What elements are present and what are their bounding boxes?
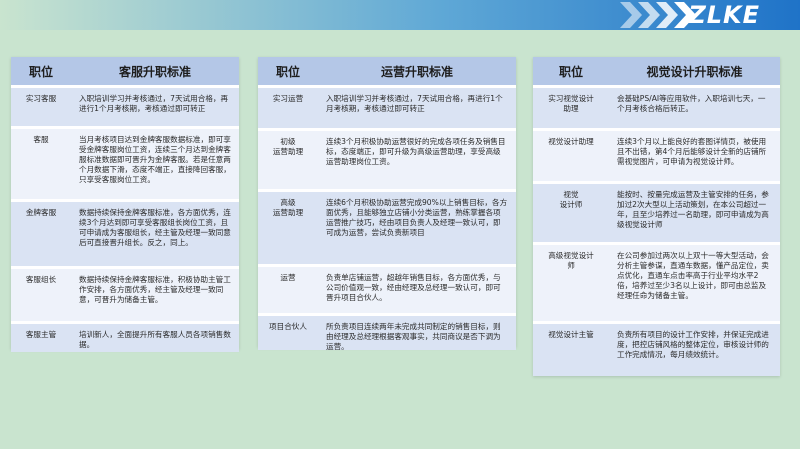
table-row: 客服主管 培训新人，全面提升所有客服人员各项销售数据。 xyxy=(11,321,239,352)
position-criteria: 负责单店铺运营，超越年销售目标，各方面优秀，与公司价值观一致，经由经理及总经理一… xyxy=(326,273,501,302)
table-row: 初级 运营助理 连续3个月积极协助运营很好的完成各项任务及销售目标，态度端正，即… xyxy=(258,128,516,189)
position-name: 客服组长 xyxy=(25,275,57,284)
position-name: 客服主管 xyxy=(25,330,57,339)
position-criteria: 连续3个月积极协助运营很好的完成各项任务及销售目标，态度端正，即可升级为高级运营… xyxy=(326,137,506,166)
position-column-header: 职位 xyxy=(28,64,53,79)
operations-panel: 职位 运营升职标准 实习运营 入职培训学习并考核通过，7天试用合格，再进行1个月… xyxy=(258,57,516,351)
position-name: 项目合伙人 xyxy=(269,322,307,331)
position-name: 视觉 设计师 xyxy=(559,190,583,209)
table-row: 运营 负责单店铺运营，超越年销售目标，各方面优秀，与公司价值观一致，经由经理及总… xyxy=(258,264,516,313)
position-criteria: 当月考核项目达到金牌客服数据标准，即可享受金牌客服岗位工资，连续三个月达到金牌客… xyxy=(79,135,231,184)
table-row: 实习运营 入职培训学习并考核通过，7天试用合格，再进行1个月考核期，考核通过即可… xyxy=(258,85,516,128)
position-column-header: 职位 xyxy=(558,64,583,79)
position-criteria: 入职培训学习并考核通过，7天试用合格，再进行1个月考核期，考核通过即可转正 xyxy=(79,94,229,113)
customer-service-panel: 职位 客服升职标准 实习客服 入职培训学习并考核通过，7天试用合格，再进行1个月… xyxy=(11,57,239,352)
top-banner: ZLKE xyxy=(0,0,800,30)
position-name: 客服 xyxy=(33,135,49,144)
position-criteria: 在公司参加过两次以上双十一等大型活动，会分析主管参谋，直通车数据，懂产品定位，卖… xyxy=(617,251,769,300)
position-name: 初级 运营助理 xyxy=(272,137,304,156)
position-criteria: 数据持续保持金牌客服标准，积极协助主管工作安排，各方面优秀，经主管及经理一致同意… xyxy=(79,275,231,304)
position-criteria: 连续3个月以上能良好的套图详情页，被使用且不出错，第4个月后能够设计全新的店铺所… xyxy=(617,137,767,166)
position-criteria: 连续6个月积极协助运营完成90%以上销售目标，各方面优秀，且能够独立店铺小分类运… xyxy=(326,198,508,237)
chevron-decoration-icon xyxy=(620,2,696,28)
position-name: 实习客服 xyxy=(25,94,57,103)
position-name: 实习运营 xyxy=(272,94,304,103)
table-row: 金牌客服 数据持续保持金牌客服标准，各方面优秀，连续3个月达到即可享受客服组长岗… xyxy=(11,199,239,266)
position-name: 视觉设计助理 xyxy=(548,137,594,146)
position-column-header: 职位 xyxy=(275,64,300,79)
table-row: 实习客服 入职培训学习并考核通过，7天试用合格，再进行1个月考核期，考核通过即可… xyxy=(11,85,239,126)
position-name: 运营 xyxy=(280,273,296,282)
position-name: 高级 运营助理 xyxy=(272,198,304,217)
brand-logo: ZLKE xyxy=(688,1,760,29)
position-criteria: 所负责项目连续两年未完成共同制定的销售目标，则由经理及总经理根据客观事实，共同商… xyxy=(326,322,501,351)
position-criteria: 会基础PS/AI等应用软件，入职培训七天，一个月考核合格后转正。 xyxy=(617,94,766,113)
table-row: 视觉设计主管 负责所有项目的设计工作安排，并保证完成进度，把控店铺风格的整体定位… xyxy=(533,321,780,376)
panel-header: 职位 视觉设计升职标准 xyxy=(533,57,780,85)
table-row: 视觉设计助理 连续3个月以上能良好的套图详情页，被使用且不出错，第4个月后能够设… xyxy=(533,128,780,181)
panel-header: 职位 运营升职标准 xyxy=(258,57,516,85)
position-criteria: 入职培训学习并考核通过，7天试用合格，再进行1个月考核期，考核通过即可转正 xyxy=(326,94,503,113)
table-row: 视觉 设计师 能按时、按量完成运营及主管安排的任务，参加过2次大型以上活动策划，… xyxy=(533,181,780,242)
table-row: 客服组长 数据持续保持金牌客服标准，积极协助主管工作安排，各方面优秀，经主管及经… xyxy=(11,266,239,321)
table-row: 项目合伙人 所负责项目连续两年未完成共同制定的销售目标，则由经理及总经理根据客观… xyxy=(258,313,516,351)
position-name: 实习视觉设计 助理 xyxy=(548,94,594,113)
panel-title: 客服升职标准 xyxy=(118,64,191,79)
table-row: 客服 当月考核项目达到金牌客服数据标准，即可享受金牌客服岗位工资，连续三个月达到… xyxy=(11,126,239,199)
panel-title: 运营升职标准 xyxy=(380,64,453,79)
position-name: 金牌客服 xyxy=(25,208,57,217)
table-row: 实习视觉设计 助理 会基础PS/AI等应用软件，入职培训七天，一个月考核合格后转… xyxy=(533,85,780,128)
table-row: 高级 运营助理 连续6个月积极协助运营完成90%以上销售目标，各方面优秀，且能够… xyxy=(258,189,516,264)
position-criteria: 培训新人，全面提升所有客服人员各项销售数据。 xyxy=(79,330,231,349)
panel-header: 职位 客服升职标准 xyxy=(11,57,239,85)
visual-design-panel: 职位 视觉设计升职标准 实习视觉设计 助理 会基础PS/AI等应用软件，入职培训… xyxy=(533,57,780,376)
position-criteria: 负责所有项目的设计工作安排，并保证完成进度，把控店铺风格的整体定位，审核设计师的… xyxy=(617,330,769,359)
table-row: 高级视觉设计 师 在公司参加过两次以上双十一等大型活动，会分析主管参谋，直通车数… xyxy=(533,242,780,321)
panel-title: 视觉设计升职标准 xyxy=(646,64,743,79)
position-name: 视觉设计主管 xyxy=(548,330,594,339)
position-criteria: 数据持续保持金牌客服标准，各方面优秀，连续3个月达到即可享受客服组长岗位工资，且… xyxy=(79,208,231,247)
position-name: 高级视觉设计 师 xyxy=(548,251,594,270)
position-criteria: 能按时、按量完成运营及主管安排的任务，参加过2次大型以上活动策划，在本公司超过一… xyxy=(617,190,769,229)
